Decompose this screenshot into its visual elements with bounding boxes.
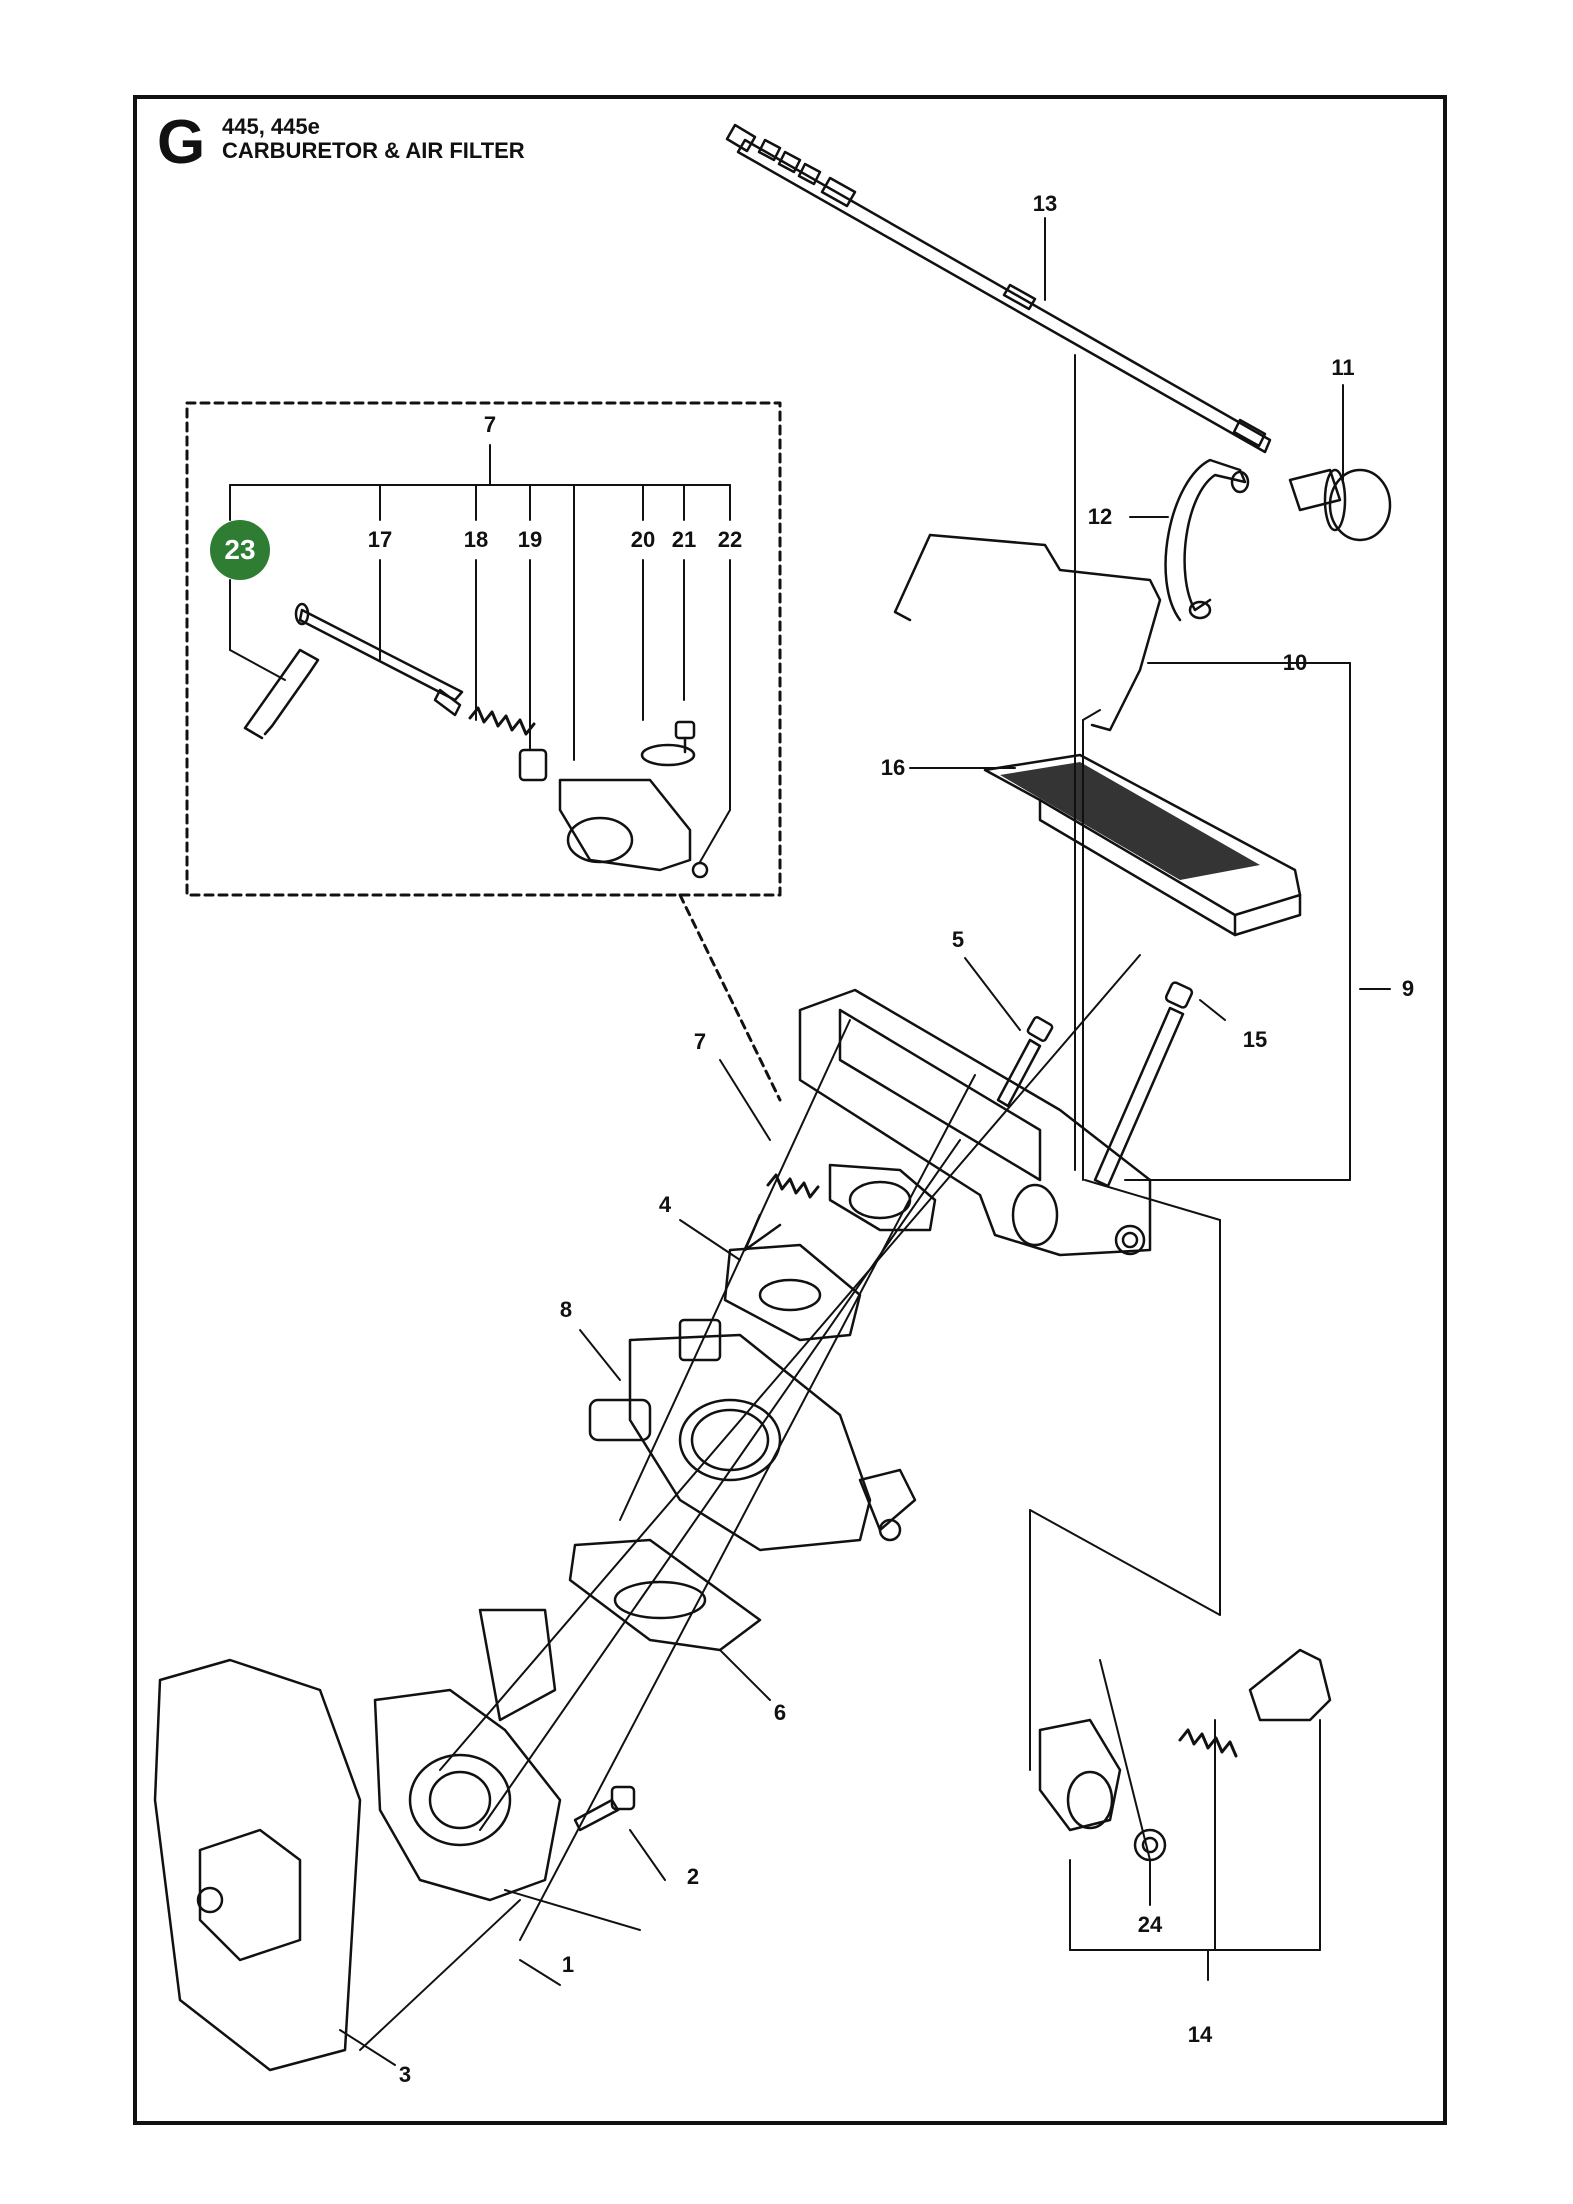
kit-badge: 23: [210, 520, 270, 580]
callout-14: 14: [1187, 2022, 1213, 2047]
callout-7: 7: [483, 412, 497, 437]
kit-throttle-body: [558, 778, 692, 872]
callout-4: 4: [658, 1192, 672, 1217]
kit-detail-box: [185, 401, 782, 897]
kit-wire-clip: [243, 648, 320, 740]
callout-21: 21: [671, 527, 697, 552]
callout-11: 11: [1331, 355, 1355, 380]
callout-10: 10: [1282, 650, 1308, 675]
callout-6: 6: [773, 1700, 787, 1725]
callout-leaders: [339, 217, 1391, 2066]
carburetor-part: [588, 1318, 917, 1552]
fuel-hose-part: [1164, 458, 1250, 622]
primer-bulb-part: [1288, 468, 1392, 542]
choke-wire-part: [893, 533, 1162, 732]
callout-9: 9: [1401, 976, 1415, 1001]
callout-13: 13: [1032, 191, 1058, 216]
callout-20: 20: [630, 527, 656, 552]
kit-bushing: [518, 748, 548, 782]
air-filter-part: [983, 753, 1302, 937]
callout-15: 15: [1242, 1027, 1268, 1052]
bolt-15-part: [1093, 981, 1194, 1188]
callout-2: 2: [686, 1864, 700, 1889]
bolt-5-part: [996, 1016, 1054, 1108]
callout-16: 16: [880, 755, 906, 780]
callout-18: 18: [463, 527, 489, 552]
callout-3: 3: [398, 2062, 412, 2087]
star-washer-part: [1133, 1828, 1167, 1862]
intake-manifold-part: [373, 1608, 562, 1902]
throttle-rod-part: [294, 602, 464, 717]
callout-5: 5: [951, 927, 965, 952]
control-rod-part: [725, 123, 1272, 454]
callout-7: 7: [693, 1029, 707, 1054]
carburetor-plate-part: [723, 1243, 862, 1342]
callout-24: 24: [1137, 1912, 1163, 1937]
callout-1: 1: [561, 1952, 575, 1977]
callout-8: 8: [559, 1297, 573, 1322]
model-numbers: 445, 445e: [222, 114, 320, 139]
callout-22: 22: [717, 527, 743, 552]
section-letter: G: [157, 108, 206, 177]
diagram-frame: [133, 95, 1447, 2125]
kit-detail-pointer: [678, 893, 782, 1102]
intake-housing-part: [798, 988, 1152, 1257]
choke-assembly-part: [743, 1163, 937, 1252]
kit-spring: [468, 706, 536, 736]
callout-12: 12: [1087, 504, 1113, 529]
choke-lever-part: [1038, 1648, 1332, 1832]
air-box-cover-part: [153, 1658, 362, 2072]
callout-17: 17: [367, 527, 393, 552]
manifold-screw-part: [573, 1785, 636, 1832]
kit-bracket-lines: [229, 444, 731, 863]
insulator-plate-part: [568, 1538, 762, 1652]
kit-screw: [674, 720, 696, 754]
kit-e-clip: [691, 861, 709, 879]
callout-19: 19: [517, 527, 543, 552]
diagram-title: CARBURETOR & AIR FILTER: [222, 138, 525, 163]
kit-washer: [640, 743, 696, 767]
